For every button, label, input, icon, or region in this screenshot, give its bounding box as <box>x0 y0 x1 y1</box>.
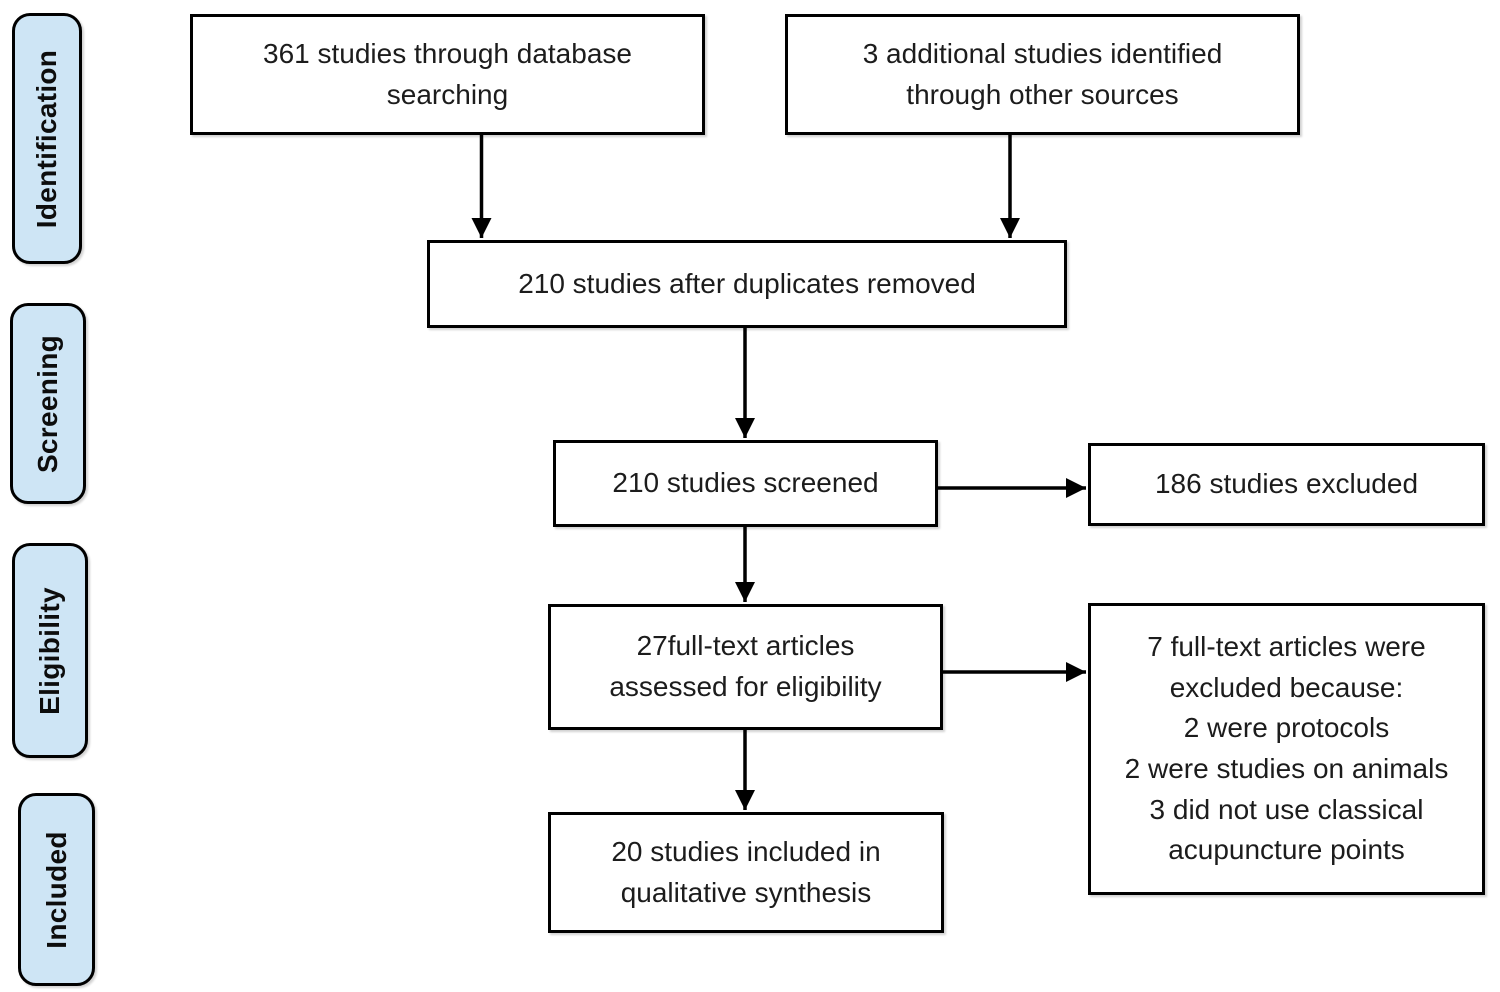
box-studies-screened-text: 210 studies screened <box>612 467 879 499</box>
box-duplicates-removed: 210 studies after duplicates removed <box>427 240 1067 328</box>
box-duplicates-removed-text: 210 studies after duplicates removed <box>518 267 976 299</box>
box-studies-excluded: 186 studies excluded <box>1088 443 1485 526</box>
box-other-sources: 3 additional studies identified through … <box>785 14 1300 135</box>
box-included-qualitative-text: 20 studies included in qualitative synth… <box>611 835 881 908</box>
box-fulltext-assessed-text: 27full-text articles assessed for eligib… <box>609 630 882 702</box>
stage-eligibility: Eligibility <box>12 543 88 758</box>
stage-screening: Screening <box>10 303 86 504</box>
box-studies-excluded-text: 186 studies excluded <box>1154 468 1419 500</box>
box-studies-screened: 210 studies screened <box>553 440 938 527</box>
box-database-searching-text: 361 studies through database searching <box>263 37 632 110</box>
stage-included: Included <box>18 793 95 986</box>
box-included-qualitative: 20 studies included in qualitative synth… <box>548 812 944 933</box>
box-database-searching: 361 studies through database searching <box>190 14 705 135</box>
box-fulltext-assessed: 27full-text articles assessed for eligib… <box>548 604 943 730</box>
box-fulltext-excluded-text: 7 full-text articles were excluded becau… <box>1124 631 1449 866</box>
stage-label: Included <box>40 830 72 949</box>
box-other-sources-text: 3 additional studies identified through … <box>862 37 1223 110</box>
stage-label: Identification <box>31 49 63 228</box>
stage-identification: Identification <box>12 13 82 264</box>
stage-label: Screening <box>32 334 63 473</box>
box-fulltext-excluded: 7 full-text articles were excluded becau… <box>1088 603 1485 895</box>
stage-label: Eligibility <box>34 586 66 715</box>
